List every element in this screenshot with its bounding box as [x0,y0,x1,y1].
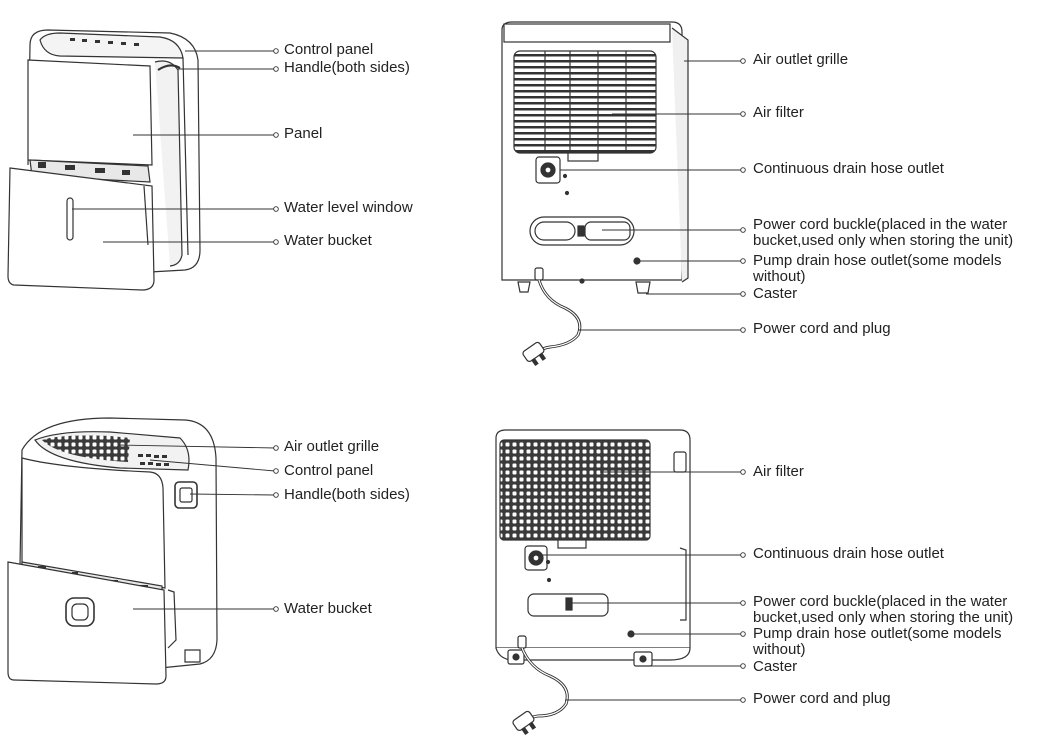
label-panel: Panel [284,125,323,142]
label-control-panel: Control panel [284,41,374,58]
label-water-bucket: Water bucket [284,232,372,249]
label-cord-buckle-line2: bucket,used only when storing the unit) [753,609,1014,626]
back-view-lower [495,429,691,736]
label-continuous-drain: Continuous drain hose outlet [753,160,944,177]
label-cord-buckle-line1: Power cord buckle(placed in the water [753,593,1008,610]
front-view-upper [7,29,201,291]
label-handle: Handle(both sides) [284,486,410,503]
label-power-cord: Power cord and plug [753,320,891,337]
label-water-level-window: Water level window [284,199,413,216]
label-continuous-drain: Continuous drain hose outlet [753,545,944,562]
label-power-cord: Power cord and plug [753,690,891,707]
label-caster: Caster [753,285,798,302]
label-pump-drain-line1: Pump drain hose outlet(some models [753,625,1002,642]
front-view-lower [7,417,218,685]
label-cord-buckle-line1: Power cord buckle(placed in the water [753,216,1008,233]
label-air-filter: Air filter [753,463,804,480]
label-air-outlet-grille: Air outlet grille [753,51,849,68]
label-pump-drain-line2: without) [753,641,806,658]
label-cord-buckle-line2: bucket,used only when storing the unit) [753,232,1014,249]
label-pump-drain-line2: without) [753,268,806,285]
leaders-br [540,469,746,703]
leaders-tr [560,58,746,333]
label-air-filter: Air filter [753,104,804,121]
back-view-upper [501,21,689,367]
label-air-outlet-grille: Air outlet grille [284,438,380,455]
label-water-bucket: Water bucket [284,600,372,617]
label-control-panel: Control panel [284,462,374,479]
label-handle: Handle(both sides) [284,59,410,76]
leaders-tl [72,48,279,245]
leaders-bl [117,444,279,612]
label-caster: Caster [753,658,798,675]
label-pump-drain-line1: Pump drain hose outlet(some models [753,252,1002,269]
